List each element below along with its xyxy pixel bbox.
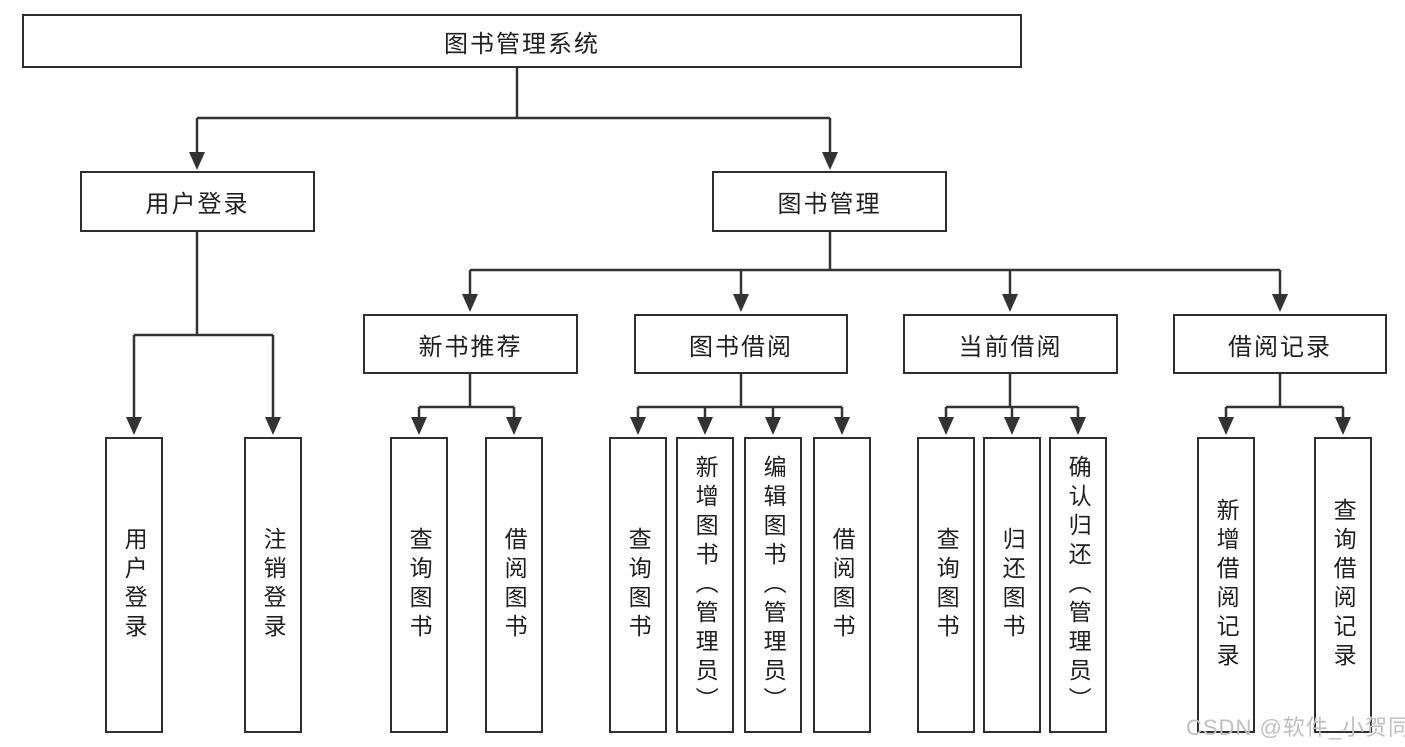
node-book-management: 图书管理 (712, 171, 947, 232)
leaf-logout: 注销登录 (244, 437, 302, 733)
arrow-down-icon (834, 417, 850, 435)
arrow-down-icon (1070, 417, 1086, 435)
leaf-logout-label: 注销登录 (260, 527, 287, 643)
node-user-login: 用户登录 (80, 171, 315, 232)
csdn-watermark: CSDN @软件_小贺同学 (1186, 715, 1405, 740)
arrow-down-icon (1002, 294, 1018, 312)
leaf-add-borrow-record-label: 新增借阅记录 (1213, 498, 1240, 672)
leaf-query-books-borrow: 查询图书 (609, 437, 667, 733)
leaf-confirm-return-admin: 确认归还（管理员） (1049, 437, 1107, 733)
leaf-query-books-borrow-label: 查询图书 (625, 527, 652, 643)
node-user-login-label: 用户登录 (145, 191, 250, 218)
arrow-down-icon (506, 417, 522, 435)
node-new-book-recommend: 新书推荐 (363, 314, 578, 374)
arrow-down-icon (411, 417, 427, 435)
leaf-user-login-label: 用户登录 (121, 527, 148, 643)
arrowhead-icons (126, 152, 1351, 435)
leaf-query-borrow-record: 查询借阅记录 (1314, 437, 1372, 733)
node-current-borrow: 当前借阅 (903, 314, 1118, 374)
arrow-down-icon (733, 294, 749, 312)
connector-path (132, 68, 1345, 419)
leaf-add-borrow-record: 新增借阅记录 (1197, 437, 1255, 733)
arrow-down-icon (822, 152, 838, 170)
arrow-down-icon (765, 417, 781, 435)
node-book-borrow: 图书借阅 (634, 314, 848, 374)
arrow-down-icon (1335, 417, 1351, 435)
arrow-down-icon (697, 417, 713, 435)
leaf-borrow-books-recommend-label: 借阅图书 (501, 527, 528, 643)
leaf-user-login: 用户登录 (105, 437, 163, 733)
leaf-return-books: 归还图书 (983, 437, 1041, 733)
leaf-add-books-admin-label: 新增图书（管理员） (692, 454, 719, 716)
leaf-borrow-books: 借阅图书 (813, 437, 871, 733)
node-root: 图书管理系统 (22, 14, 1022, 68)
leaf-query-books-recommend-label: 查询图书 (406, 527, 433, 643)
leaf-query-borrow-record-label: 查询借阅记录 (1330, 498, 1357, 672)
leaf-query-books-current: 查询图书 (917, 437, 975, 733)
node-borrow-record-label: 借阅记录 (1228, 333, 1332, 361)
node-book-management-label: 图书管理 (777, 191, 882, 218)
leaf-confirm-return-admin-label: 确认归还（管理员） (1065, 454, 1092, 716)
arrow-down-icon (462, 294, 478, 312)
arrow-down-icon (1218, 417, 1234, 435)
arrow-down-icon (126, 417, 142, 435)
arrow-down-icon (189, 152, 205, 170)
leaf-query-books-recommend: 查询图书 (390, 437, 448, 733)
node-book-borrow-label: 图书借阅 (689, 333, 793, 361)
arrow-down-icon (265, 417, 281, 435)
node-borrow-record: 借阅记录 (1173, 314, 1387, 374)
leaf-edit-books-admin-label: 编辑图书（管理员） (760, 454, 787, 716)
leaf-return-books-label: 归还图书 (999, 527, 1026, 643)
arrow-down-icon (630, 417, 646, 435)
node-root-label: 图书管理系统 (444, 30, 600, 58)
arrow-down-icon (1272, 294, 1288, 312)
node-new-book-recommend-label: 新书推荐 (418, 333, 523, 361)
leaf-borrow-books-label: 借阅图书 (829, 527, 856, 643)
leaf-query-books-current-label: 查询图书 (933, 527, 960, 643)
leaf-add-books-admin: 新增图书（管理员） (676, 437, 734, 733)
arrow-down-icon (1004, 417, 1020, 435)
node-current-borrow-label: 当前借阅 (958, 333, 1063, 361)
arrow-down-icon (938, 417, 954, 435)
leaf-borrow-books-recommend: 借阅图书 (485, 437, 543, 733)
leaf-edit-books-admin: 编辑图书（管理员） (744, 437, 802, 733)
